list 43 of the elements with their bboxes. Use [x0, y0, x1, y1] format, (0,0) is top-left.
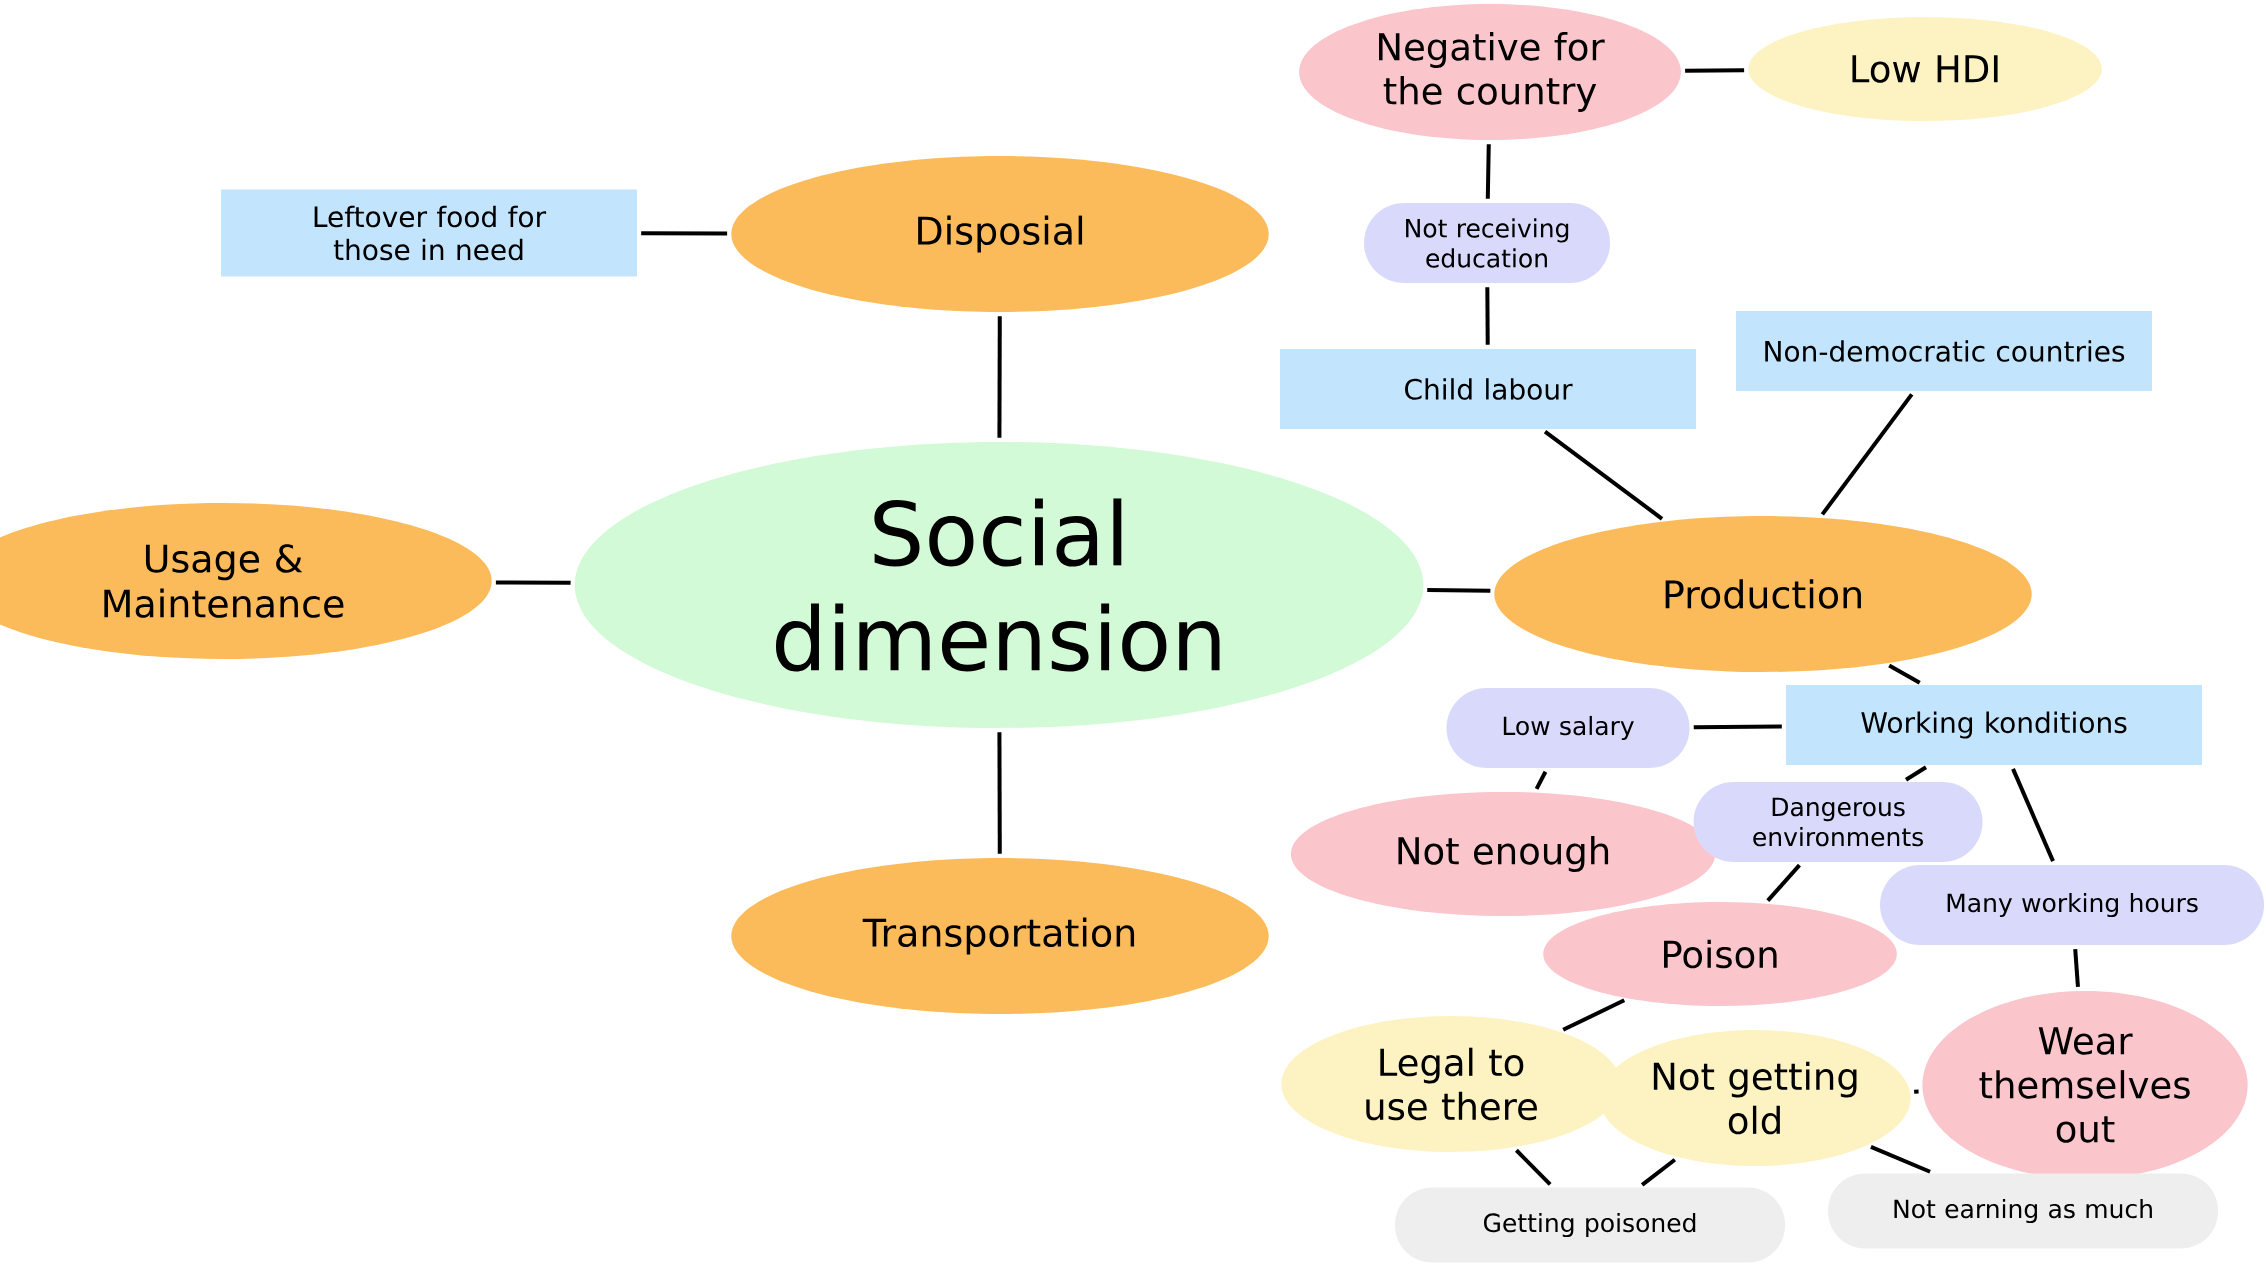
- connector-line: [1427, 588, 1491, 593]
- connector-line: [1914, 1089, 1919, 1094]
- ellipse-node: Wear themselves out: [1922, 991, 2248, 1179]
- connector-line: [1514, 1148, 1552, 1186]
- box-node: Leftover food for those in need: [221, 189, 637, 277]
- connector-line: [1543, 430, 1664, 521]
- connector-line: [1562, 998, 1626, 1032]
- connector-line: [641, 231, 728, 236]
- ellipse-node: Disposial: [731, 156, 1269, 312]
- connector-line: [1904, 765, 1928, 782]
- ellipse-node: Low HDI: [1748, 17, 2102, 121]
- box-node: Working konditions: [1786, 685, 2203, 765]
- connector-line: [1685, 68, 1745, 73]
- connector-line: [1485, 144, 1491, 199]
- connector-line: [1640, 1158, 1677, 1187]
- ellipse-node: Negative for the country: [1299, 4, 1681, 140]
- connector-line: [1485, 287, 1490, 345]
- connector-line: [1820, 393, 1914, 516]
- ellipse-node: Poison: [1543, 902, 1897, 1006]
- pill-node: Many working hours: [1880, 865, 2265, 945]
- connector-line: [2011, 768, 2055, 862]
- pill-node: Not earning as much: [1828, 1173, 2219, 1249]
- box-node: Child labour: [1280, 349, 1697, 429]
- ellipse-node: Not getting old: [1599, 1030, 1911, 1166]
- ellipse-node: Social dimension: [574, 442, 1424, 728]
- ellipse-node: Legal to use there: [1281, 1016, 1621, 1152]
- connector-line: [495, 580, 571, 585]
- connector-line: [1534, 770, 1548, 790]
- pill-node: Dangerous environments: [1693, 782, 1983, 862]
- connector-line: [997, 732, 1002, 854]
- pill-node: Getting poisoned: [1395, 1187, 1786, 1263]
- box-node: Non-democratic countries: [1736, 311, 2153, 391]
- ellipse-node: Transportation: [731, 858, 1269, 1014]
- connector-line: [1766, 863, 1801, 902]
- connector-line: [997, 316, 1002, 438]
- connector-line: [1888, 663, 1921, 685]
- ellipse-node: Production: [1494, 516, 2032, 672]
- pill-node: Low salary: [1446, 688, 1690, 768]
- connector-line: [1693, 724, 1782, 730]
- connector-line: [2073, 949, 2080, 988]
- pill-node: Not receiving education: [1364, 203, 1610, 283]
- connector-line: [1870, 1145, 1931, 1174]
- ellipse-node: Not enough: [1290, 792, 1716, 916]
